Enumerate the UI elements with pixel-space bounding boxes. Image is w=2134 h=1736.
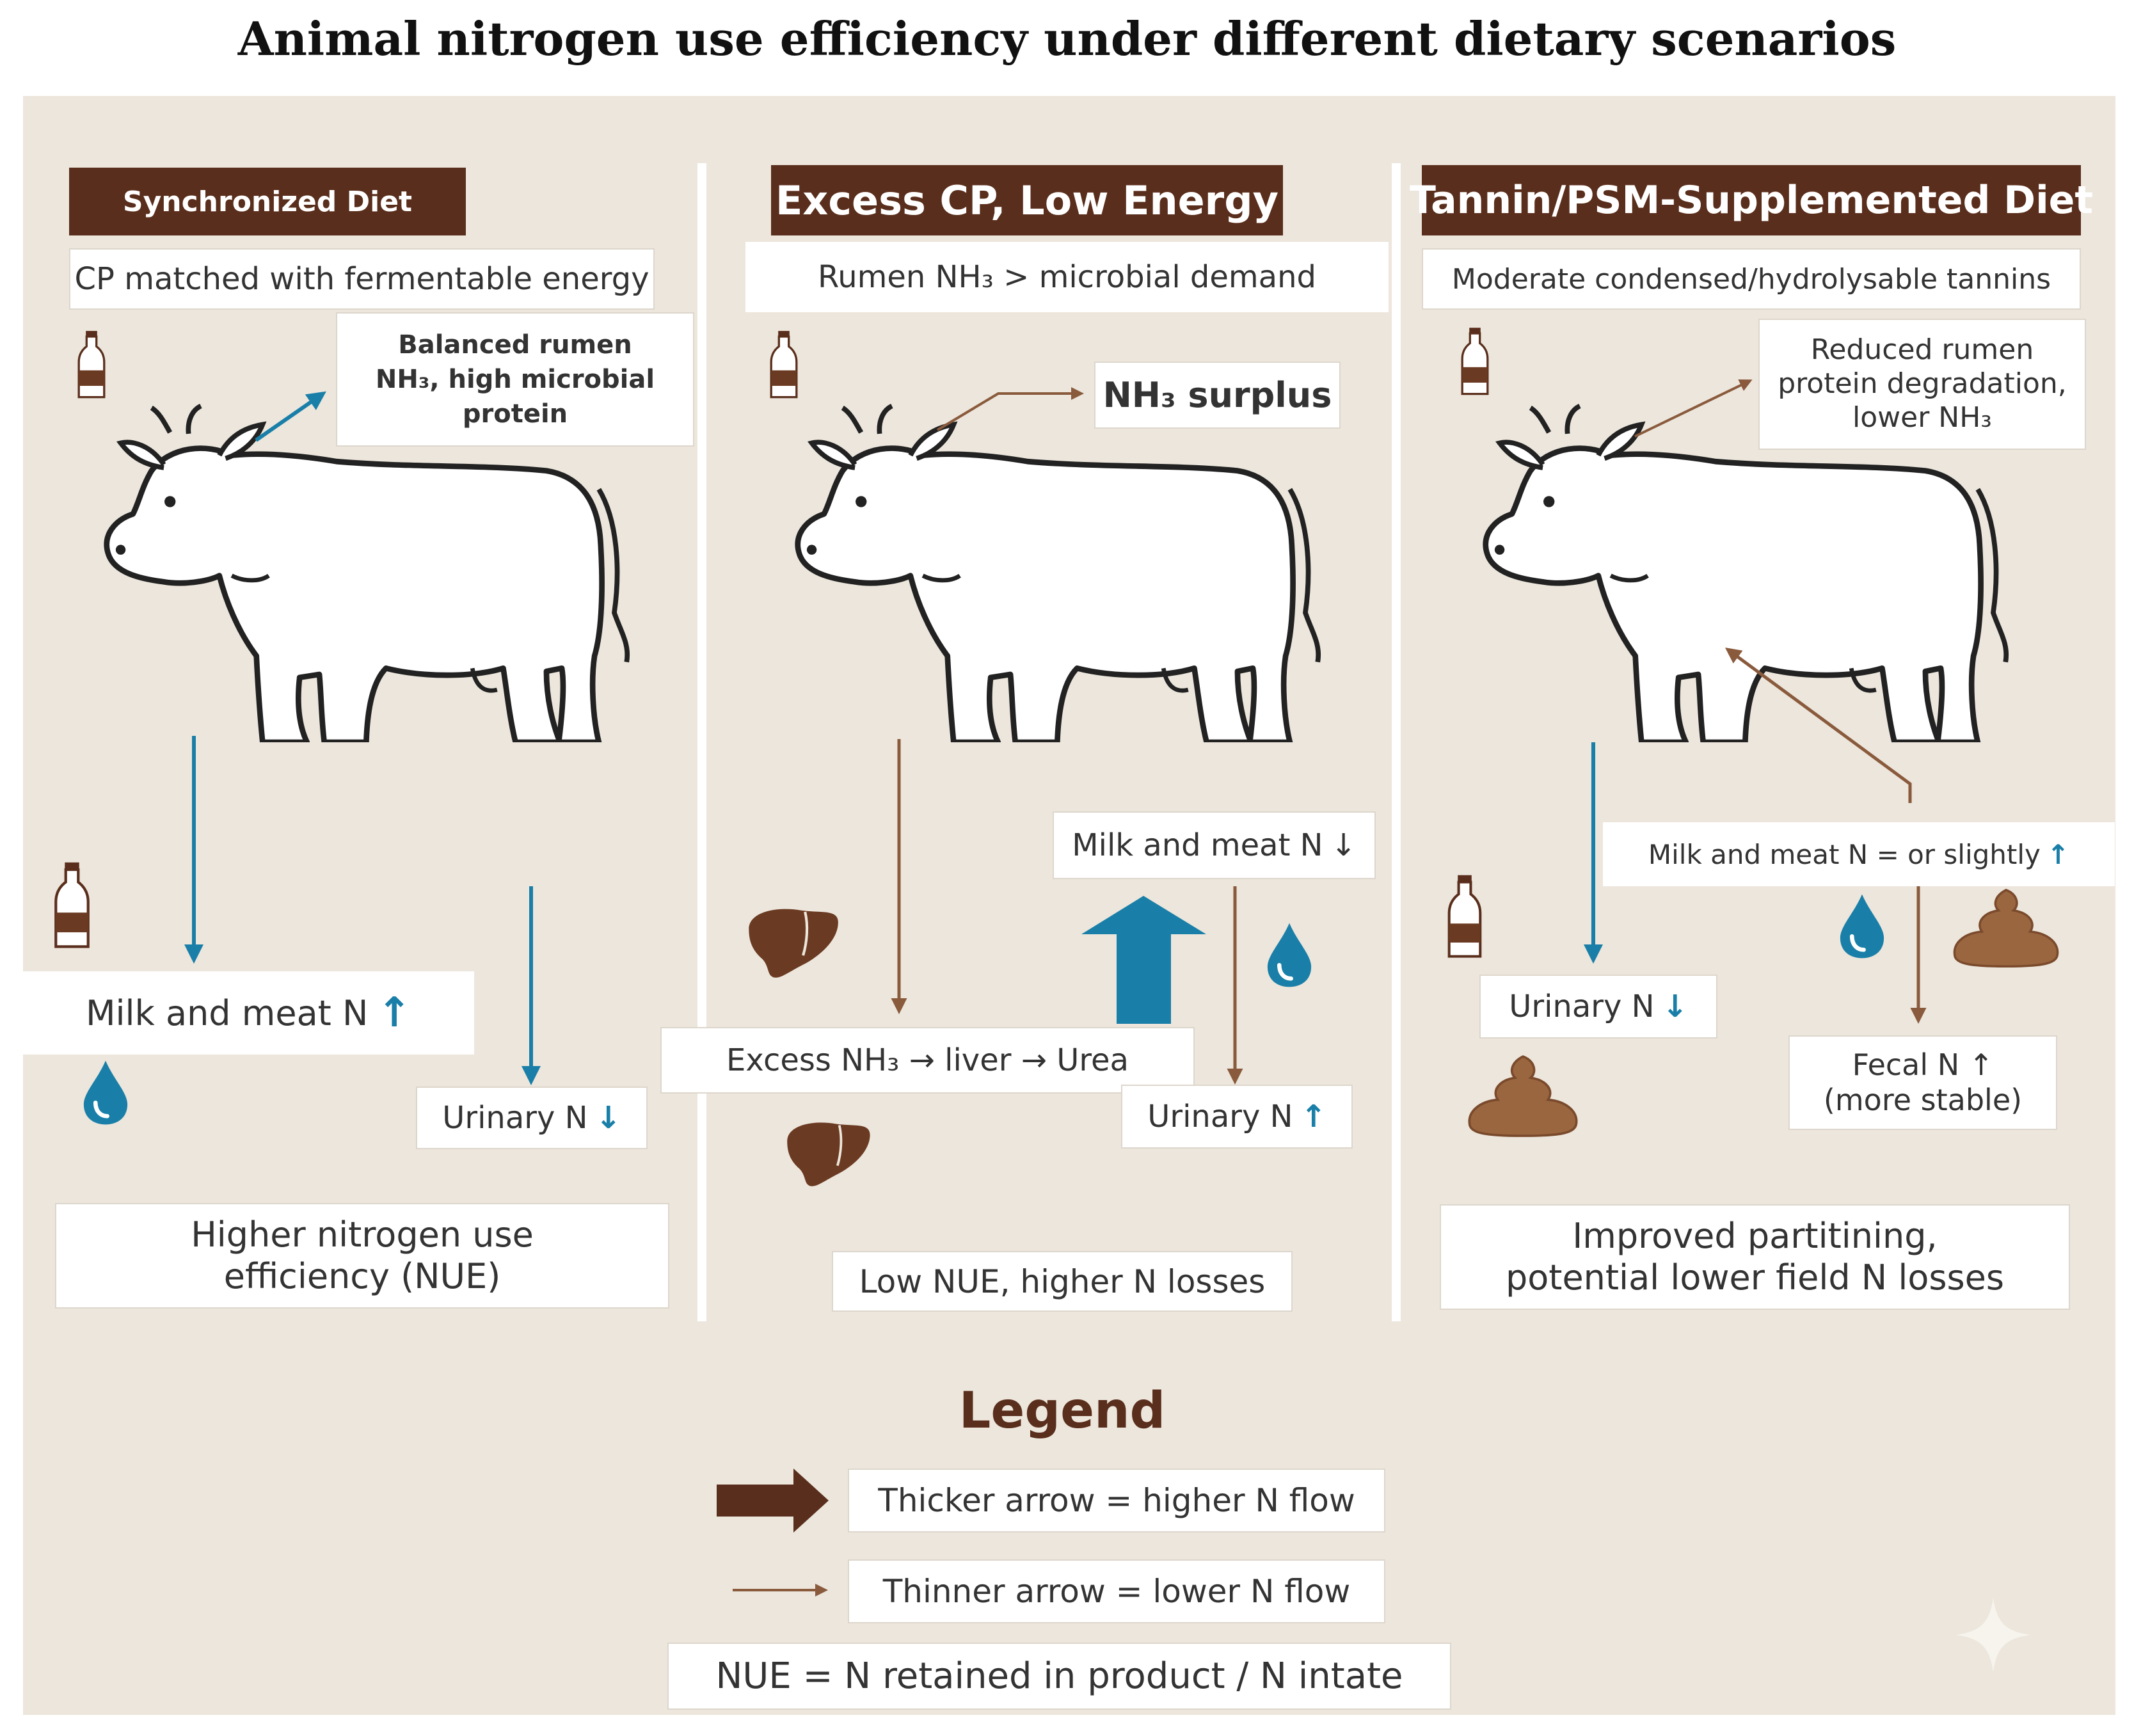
milk-bottle-icon — [770, 330, 798, 399]
legend-thin-arrow-label: Thinner arrow = lower N flow — [848, 1559, 1385, 1623]
rumen-box-excess: NH₃ surplus — [1094, 362, 1341, 429]
summary-line: Higher nitrogen use — [191, 1214, 534, 1255]
summary-line: efficiency (NUE) — [223, 1255, 501, 1296]
milk-meat-label: Milk and meat N — [85, 992, 369, 1033]
milk-bottle-icon — [1449, 875, 1481, 957]
liver-icon — [749, 909, 838, 978]
up-arrow-icon: ↑ — [2046, 838, 2070, 870]
urinary-n-box: Urinary N ↓ — [416, 1087, 648, 1149]
summary-synchronized: Higher nitrogen use efficiency (NUE) — [55, 1203, 669, 1309]
urinary-n-box: Urinary N ↓ — [1479, 975, 1717, 1039]
figure-title: Animal nitrogen use efficiency under dif… — [237, 12, 1897, 66]
summary-excess: Low NUE, higher N losses — [832, 1251, 1293, 1312]
rumen-line: protein degradation, — [1778, 367, 2067, 401]
cow-icon — [1486, 406, 2006, 742]
thick-up-arrow-icon — [1081, 896, 1206, 1024]
sparkle-watermark-icon — [1955, 1597, 2031, 1673]
water-drop-icon — [1268, 923, 1311, 987]
milk-bottle-icon — [77, 330, 106, 399]
milk-meat-n-box: Milk and meat N ↓ — [1053, 811, 1376, 879]
rumen-box-synchronized: Balanced rumen NH₃, high microbial prote… — [336, 312, 694, 447]
fecal-line: Fecal N ↑ — [1852, 1047, 1994, 1082]
cow-icon — [107, 406, 627, 742]
rumen-box-tannin: Reduced rumen protein degradation, lower… — [1758, 319, 2086, 450]
urinary-label: Urinary N — [442, 1100, 588, 1136]
rumen-line: Balanced rumen — [398, 330, 632, 360]
urinary-n-box: Urinary N ↑ — [1121, 1085, 1353, 1149]
summary-line: Improved partitining, — [1572, 1215, 1938, 1256]
up-arrow-icon: ↑ — [1300, 1099, 1326, 1135]
fecal-n-box: Fecal N ↑ (more stable) — [1788, 1035, 2057, 1130]
fecal-line: (more stable) — [1823, 1083, 2023, 1117]
water-drop-icon — [1840, 895, 1884, 959]
rumen-line: NH₃, high microbial — [375, 365, 655, 394]
milk-meat-n-box: Milk and meat N ↑ — [23, 971, 474, 1055]
feces-icon — [1468, 1055, 1578, 1137]
milk-meat-label: Milk and meat N = or slightly — [1648, 838, 2041, 870]
urinary-label: Urinary N — [1147, 1099, 1293, 1135]
header-excess-cp: Excess CP, Low Energy — [771, 165, 1283, 235]
feces-icon — [1953, 889, 2059, 968]
milk-meat-n-box: Milk and meat N = or slightly ↑ — [1603, 822, 2115, 886]
rumen-line: lower NH₃ — [1852, 401, 1992, 434]
up-arrow-icon: ↑ — [377, 989, 412, 1037]
down-arrow-icon: ↓ — [1330, 827, 1357, 863]
milk-bottle-icon — [1461, 326, 1489, 395]
milk-meat-label: Milk and meat N — [1072, 827, 1323, 863]
cow-icon — [798, 406, 1318, 742]
legend-nue-definition: NUE = N retained in product / N intate — [667, 1643, 1451, 1710]
rumen-line: protein — [462, 399, 568, 429]
legend-thick-arrow-label: Thicker arrow = higher N flow — [848, 1469, 1385, 1533]
urinary-label: Urinary N — [1509, 989, 1655, 1024]
liver-urea-box: Excess NH₃ → liver → Urea — [660, 1027, 1195, 1094]
header-tannin-diet: Tannin/PSM-Supplemented Diet — [1410, 165, 2093, 235]
summary-tannin: Improved partitining, potential lower fi… — [1440, 1204, 2070, 1310]
subtitle-synchronized: CP matched with fermentable energy — [69, 248, 655, 310]
legend-title: Legend — [959, 1382, 1166, 1440]
header-synchronized-diet: Synchronized Diet — [69, 168, 466, 235]
water-drop-icon — [84, 1061, 127, 1125]
summary-line: potential lower field N losses — [1505, 1257, 2005, 1298]
subtitle-tannin: Moderate condensed/hydrolysable tannins — [1422, 248, 2081, 310]
down-arrow-icon: ↓ — [595, 1100, 621, 1136]
thick-arrow-icon — [717, 1469, 829, 1533]
subtitle-excess-cp: Rumen NH₃ > microbial demand — [745, 242, 1389, 312]
rumen-line: Reduced rumen — [1810, 333, 2034, 367]
down-arrow-icon: ↓ — [1662, 989, 1688, 1024]
liver-icon — [786, 1121, 872, 1188]
panel-divider-2 — [1392, 163, 1401, 1321]
milk-bottle-icon — [56, 863, 88, 947]
